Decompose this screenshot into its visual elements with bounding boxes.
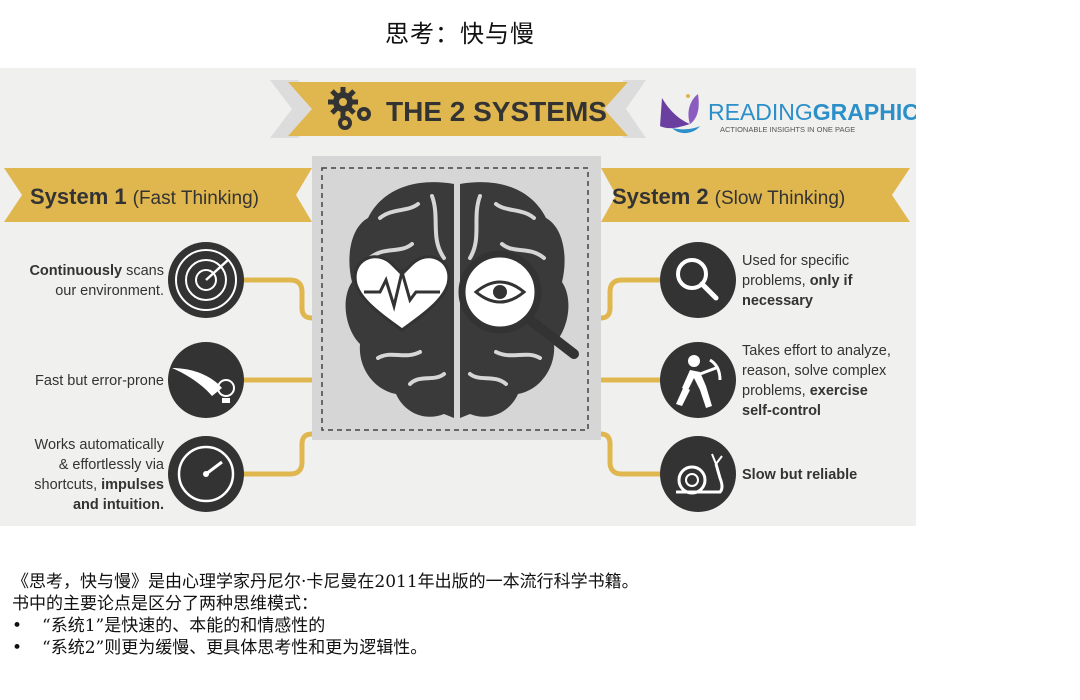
- banner: THE 2 SYSTEMS: [270, 80, 646, 138]
- system1-ribbon: System 1(Fast Thinking): [4, 168, 312, 222]
- magnifier-icon: [660, 242, 736, 318]
- banner-title: THE 2 SYSTEMS: [386, 96, 607, 127]
- page-title: 思考：快与慢: [385, 20, 535, 48]
- connectors-right: [600, 277, 668, 477]
- brand-tagline: ACTIONABLE INSIGHTS IN ONE PAGE: [720, 125, 855, 134]
- bullet-icon: •: [12, 616, 23, 636]
- eye-magnifier-icon: [458, 250, 579, 359]
- connectors-left: [240, 277, 313, 477]
- system1-title: System 1(Fast Thinking): [30, 184, 259, 209]
- system1-item-text-2: Fast but error-prone: [35, 373, 164, 389]
- system2-title: System 2(Slow Thinking): [612, 184, 845, 209]
- caption-bullets: •“系统1”是快速的、本能的和情感性的 •“系统2”则更为缓慢、更具体思考性和更…: [12, 615, 1062, 659]
- gauge-icon: [168, 436, 244, 512]
- list-item: •“系统1”是快速的、本能的和情感性的: [12, 616, 326, 636]
- gears-icon: [328, 87, 371, 130]
- caption: 《思考，快与慢》是由心理学家丹尼尔·卡尼曼在2011年出版的一本流行科学书籍。 …: [12, 571, 1062, 659]
- brain-illustration: [345, 182, 579, 418]
- caption-line-1: 《思考，快与慢》是由心理学家丹尼尔·卡尼曼在2011年出版的一本流行科学书籍。: [12, 572, 639, 592]
- comet-lightbulb-icon: [168, 342, 244, 418]
- worker-pickaxe-icon: [660, 342, 736, 418]
- list-item: •“系统2”则更为缓慢、更具体思考性和更为逻辑性。: [12, 638, 428, 658]
- heart-pulse-icon: [353, 255, 451, 332]
- infographic-image: THE 2 SYSTEMS READINGGRAPHICS ACTIONABLE…: [0, 68, 916, 526]
- system2-item-text-2: Takes effort to analyze,reason, solve co…: [742, 343, 891, 419]
- system2-item-text-3: Slow but reliable: [742, 467, 857, 483]
- bullet-icon: •: [12, 638, 23, 658]
- brand-name: READINGGRAPHICS: [708, 99, 916, 125]
- caption-line-2: 书中的主要论点是区分了两种思维模式：: [12, 594, 318, 614]
- system2-ribbon: System 2(Slow Thinking): [601, 168, 910, 222]
- radar-icon: [168, 242, 244, 318]
- brand-logo: READINGGRAPHICS ACTIONABLE INSIGHTS IN O…: [660, 94, 916, 134]
- snail-icon: [660, 436, 736, 512]
